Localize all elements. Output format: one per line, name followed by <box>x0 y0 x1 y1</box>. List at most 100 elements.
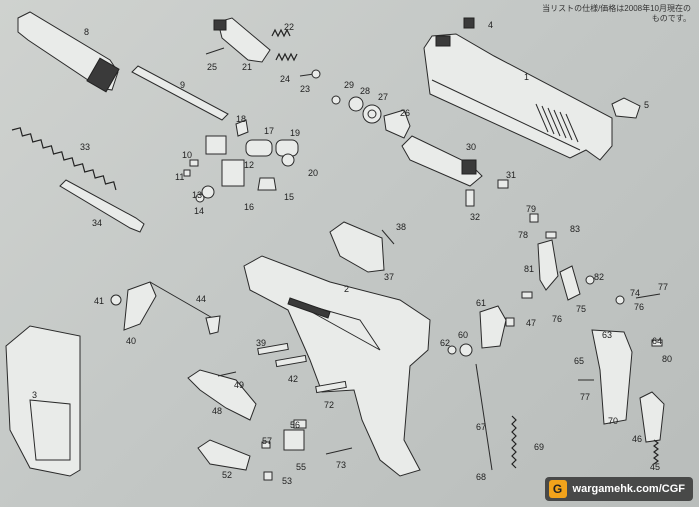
callout-75: 76 <box>552 314 562 324</box>
callout-13: 13 <box>192 190 202 200</box>
part-rod-64 <box>475 363 493 471</box>
callout-74: 75 <box>576 304 586 314</box>
callout-37: 37 <box>384 272 394 282</box>
part-spring-24 <box>275 52 298 62</box>
callout-40: 40 <box>126 336 136 346</box>
callout-15: 15 <box>284 192 294 202</box>
slide-serrations <box>535 103 579 143</box>
part-cluster-61-68 <box>578 329 663 425</box>
callout-2: 2 <box>344 284 349 294</box>
callout-29: 29 <box>344 80 354 90</box>
callout-43: 44 <box>196 294 206 304</box>
site-watermark: G wargamehk.com/CGF <box>544 477 693 501</box>
callout-55: 57 <box>262 436 272 446</box>
callout-64: 67 <box>476 422 486 432</box>
callout-61: 63 <box>602 330 612 340</box>
part-cluster-56-60 <box>447 305 515 357</box>
callout-32: 32 <box>470 212 480 222</box>
callout-21: 21 <box>242 62 252 72</box>
callout-4: 4 <box>488 20 493 30</box>
part-spring-44 <box>653 439 659 465</box>
callout-10: 10 <box>182 150 192 160</box>
callout-38: 38 <box>396 222 406 232</box>
callout-12: 12 <box>244 160 254 170</box>
callout-49: 52 <box>222 470 232 480</box>
callout-25: 25 <box>207 62 217 72</box>
part-cluster-52-55 <box>261 419 307 481</box>
callout-48: 49 <box>234 380 244 390</box>
callout-68: 70 <box>608 416 618 426</box>
part-cluster-26-30 <box>331 95 509 207</box>
callout-76: 77 <box>580 392 590 402</box>
part-spring-33 <box>11 127 117 191</box>
watermark-text: wargamehk.com/CGF <box>572 483 685 495</box>
callout-65: 68 <box>476 472 486 482</box>
callout-17: 17 <box>264 126 274 136</box>
callout-30: 30 <box>466 142 476 152</box>
callout-71: 74 <box>630 288 640 298</box>
callout-67: 69 <box>534 442 544 452</box>
callout-78: 79 <box>526 204 536 214</box>
callout-53: 55 <box>296 462 306 472</box>
part-frame-2 <box>243 255 431 477</box>
callout-26: 26 <box>400 108 410 118</box>
part-grip-3 <box>5 325 81 477</box>
callout-11: 11 <box>175 172 184 182</box>
part-barrel-8 <box>17 11 120 93</box>
callout-8: 8 <box>84 27 89 37</box>
callout-77: 78 <box>518 230 528 240</box>
callout-27: 27 <box>378 92 388 102</box>
callout-73: 77 <box>658 282 668 292</box>
callout-28: 28 <box>360 86 370 96</box>
callout-52: 53 <box>282 476 292 486</box>
callout-16: 16 <box>244 202 254 212</box>
callout-46: 47 <box>526 318 536 328</box>
callout-9: 9 <box>180 80 185 90</box>
callout-23: 23 <box>300 84 310 94</box>
part-rod-9 <box>131 65 229 121</box>
part-pin-25 <box>205 47 225 55</box>
part-piston-21 <box>213 17 271 63</box>
callout-41: 41 <box>94 296 104 306</box>
cgf-logo-icon: G <box>548 480 567 498</box>
part-cluster-47-49 <box>187 369 257 471</box>
part-cluster-37-38 <box>329 221 395 273</box>
callout-5: 5 <box>644 100 649 110</box>
part-rod-34 <box>59 179 145 233</box>
callout-47: 48 <box>212 406 222 416</box>
callout-60: 62 <box>440 338 450 348</box>
callout-22: 22 <box>284 22 294 32</box>
callout-33: 33 <box>80 142 90 152</box>
callout-24: 24 <box>280 74 290 84</box>
part-screw-23 <box>299 69 321 79</box>
callout-44: 45 <box>650 462 660 472</box>
callout-14: 14 <box>194 206 204 216</box>
callout-63: 65 <box>574 356 584 366</box>
callout-45: 46 <box>632 434 642 444</box>
callout-18: 18 <box>236 114 246 124</box>
callout-labels: 8 9 22 25 21 24 23 4 1 5 29 28 27 26 18 … <box>32 20 672 486</box>
callout-57: 61 <box>476 298 486 308</box>
callout-62: 64 <box>652 336 662 346</box>
part-catch-45 <box>639 391 665 443</box>
part-cluster-40-43 <box>110 281 221 335</box>
part-pins <box>257 342 353 455</box>
header-note: 当リストの仕様/価格は2008年10月現在のものです。 <box>542 4 691 23</box>
callout-3: 3 <box>32 390 37 400</box>
callout-1: 1 <box>524 72 529 82</box>
callout-34: 34 <box>92 218 102 228</box>
callout-56: 60 <box>458 330 468 340</box>
part-spring-67 <box>511 415 517 469</box>
part-front-sight-4 <box>463 17 475 29</box>
callout-81: 82 <box>594 272 604 282</box>
part-spring-22 <box>271 28 291 38</box>
callout-31: 31 <box>506 170 516 180</box>
callout-80: 81 <box>524 264 534 274</box>
part-slide-1 <box>423 33 613 161</box>
callout-70: 73 <box>336 460 346 470</box>
callout-79: 80 <box>662 354 672 364</box>
part-rear-sight-5 <box>611 97 641 119</box>
callout-72: 76 <box>634 302 644 312</box>
callout-42: 42 <box>288 374 298 384</box>
